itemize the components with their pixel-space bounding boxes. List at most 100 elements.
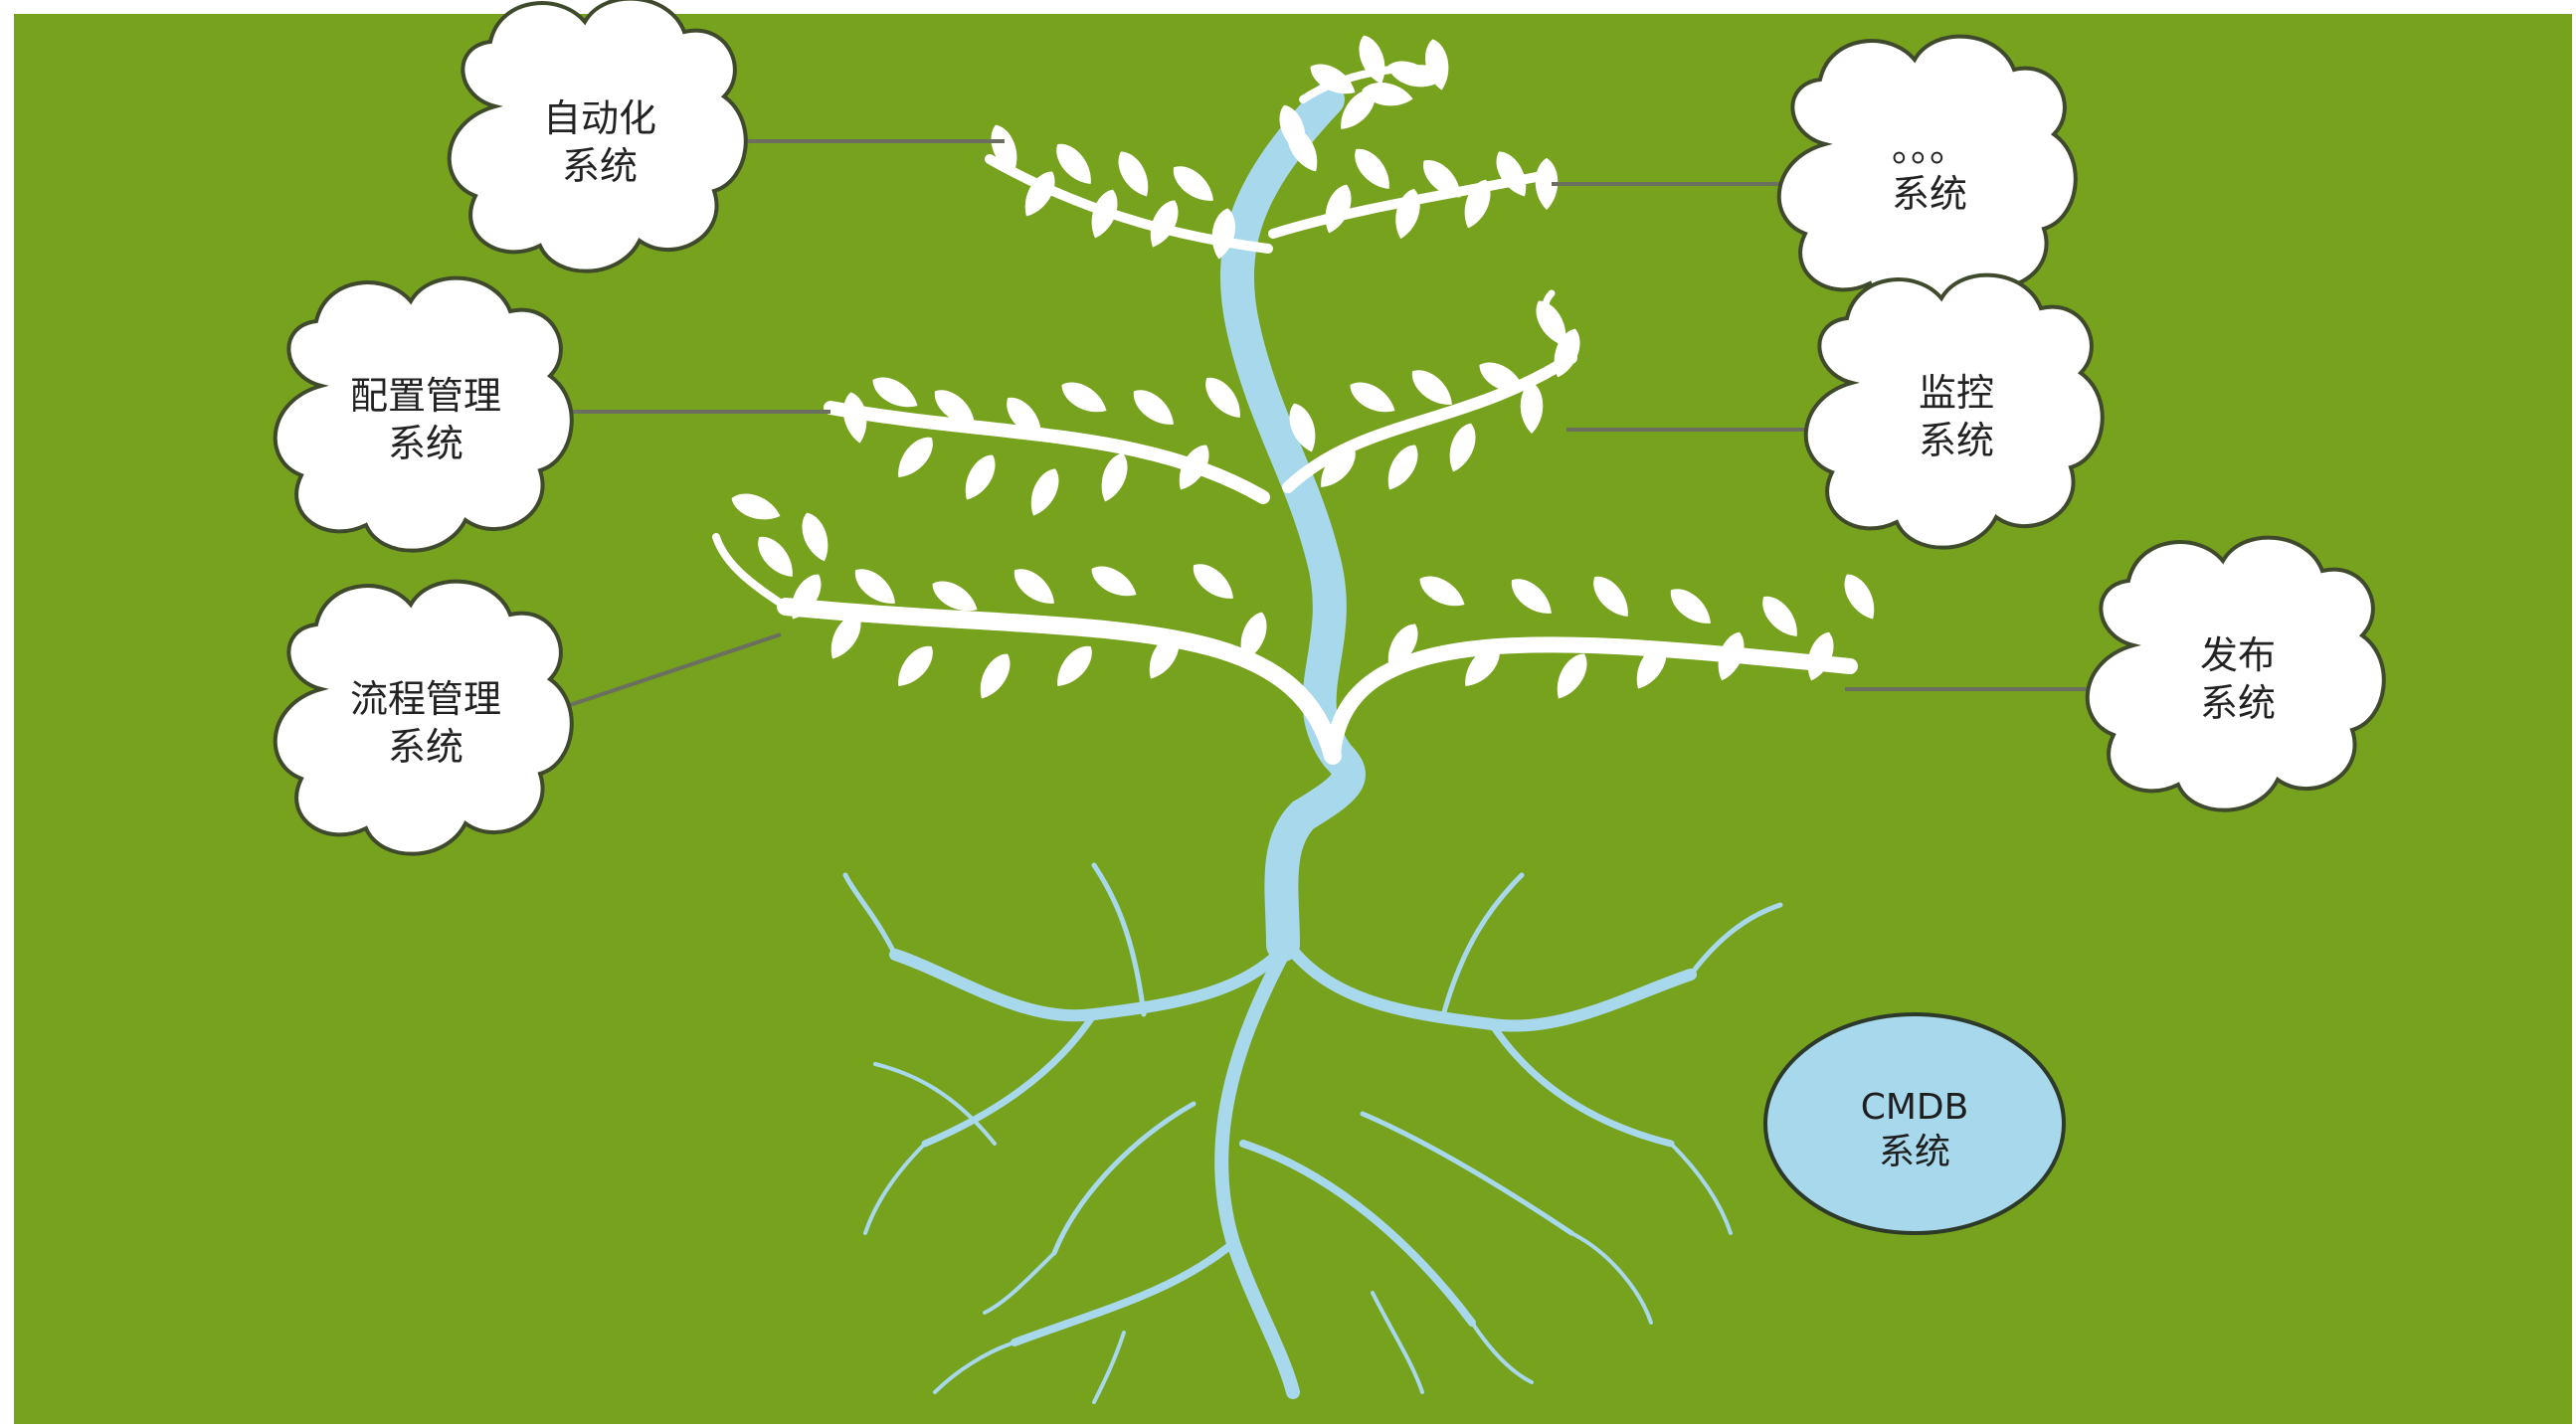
leaf bbox=[1387, 445, 1418, 490]
root bbox=[1051, 1101, 1196, 1256]
leaf bbox=[1007, 397, 1041, 438]
root bbox=[1091, 862, 1147, 1017]
leaf bbox=[1056, 143, 1091, 184]
leaf bbox=[934, 390, 975, 425]
root bbox=[1669, 1142, 1733, 1235]
leaf bbox=[1240, 612, 1267, 661]
node-cmdb: CMDB 系统 bbox=[1763, 1012, 2066, 1235]
root bbox=[1371, 1291, 1424, 1394]
node-process: 流程管理 系统 bbox=[273, 579, 574, 856]
cloud-shape bbox=[273, 579, 574, 856]
leaf bbox=[991, 124, 1017, 174]
root bbox=[842, 872, 898, 958]
leaf bbox=[965, 454, 996, 500]
branch bbox=[777, 598, 1342, 765]
leaf bbox=[1091, 189, 1118, 239]
root bbox=[1688, 902, 1783, 978]
node-release: 发布 系统 bbox=[2085, 535, 2386, 812]
cloud-shape bbox=[1803, 272, 2105, 550]
leaf bbox=[1554, 328, 1580, 378]
leaf bbox=[758, 536, 793, 577]
root bbox=[1569, 1231, 1653, 1325]
leaf bbox=[1279, 104, 1306, 154]
root bbox=[1011, 1239, 1237, 1346]
node-label-line1: 自动化 bbox=[543, 96, 656, 140]
arrow-to-process bbox=[552, 632, 782, 711]
node-label-line2: 系统 bbox=[1892, 172, 1967, 216]
node-label-line1: 。。。 bbox=[1892, 126, 1967, 170]
leaf bbox=[980, 653, 1011, 699]
leaf bbox=[1061, 382, 1107, 413]
leaf bbox=[1150, 200, 1179, 248]
leaf bbox=[854, 569, 895, 604]
leaf bbox=[1395, 188, 1420, 240]
leaf bbox=[1013, 569, 1054, 604]
leaf bbox=[1479, 362, 1525, 393]
leaf bbox=[1024, 171, 1055, 217]
tree-roots bbox=[842, 862, 1783, 1404]
branch bbox=[985, 154, 1273, 254]
node-label-line2: 系统 bbox=[388, 422, 463, 465]
root bbox=[1092, 1331, 1126, 1404]
leaf bbox=[1057, 645, 1092, 686]
node-label-line2: 系统 bbox=[562, 144, 638, 188]
node-other: 。。。 系统 bbox=[1776, 34, 2078, 311]
leaf bbox=[731, 493, 781, 520]
leaf bbox=[1419, 576, 1465, 607]
node-label-line2: 系统 bbox=[388, 725, 463, 769]
node-label-line1: 配置管理 bbox=[350, 374, 501, 418]
root bbox=[933, 1340, 1016, 1394]
leaf bbox=[1464, 179, 1491, 229]
leaf bbox=[1325, 184, 1352, 234]
cloud-shape bbox=[1776, 34, 2078, 311]
cloud-shape bbox=[273, 275, 574, 553]
node-automation: 自动化 系统 bbox=[447, 0, 748, 273]
node-label-line1: 监控 bbox=[1919, 371, 1994, 415]
leaf bbox=[1133, 390, 1174, 425]
cmdb-ellipse bbox=[1763, 1012, 2066, 1235]
node-label-line2: 系统 bbox=[1879, 1132, 1950, 1172]
leaf bbox=[1807, 631, 1834, 681]
leaf bbox=[1341, 89, 1376, 129]
node-monitor: 监控 系统 bbox=[1803, 272, 2105, 550]
root bbox=[921, 1010, 1098, 1148]
root bbox=[1214, 938, 1300, 1399]
leaf bbox=[802, 512, 828, 562]
tree-leaves bbox=[731, 35, 1875, 699]
leaf bbox=[1030, 468, 1059, 516]
leaf bbox=[898, 645, 933, 686]
leaf bbox=[830, 614, 861, 659]
tree-trunk bbox=[1220, 83, 1366, 962]
connector-arrows bbox=[552, 141, 2123, 711]
leaf bbox=[1289, 403, 1316, 452]
node-label-line1: 流程管理 bbox=[350, 677, 501, 721]
root bbox=[1360, 1111, 1574, 1236]
leaf bbox=[898, 437, 933, 477]
leaf bbox=[1670, 589, 1711, 624]
leaf bbox=[1636, 643, 1667, 689]
leaf bbox=[1511, 579, 1552, 614]
leaf bbox=[1449, 423, 1476, 472]
root bbox=[1439, 872, 1525, 1022]
leaf bbox=[1205, 377, 1240, 418]
root bbox=[873, 1062, 997, 1146]
node-label-line1: 发布 bbox=[2200, 633, 2276, 677]
leaf bbox=[1762, 596, 1797, 636]
cloud-shape bbox=[447, 0, 748, 273]
root bbox=[1239, 1140, 1476, 1327]
leaf bbox=[1557, 653, 1587, 699]
leaf bbox=[1149, 633, 1180, 679]
root bbox=[1470, 1321, 1534, 1384]
leaf bbox=[1173, 166, 1213, 201]
leaf bbox=[1387, 61, 1437, 88]
node-label-line1: CMDB bbox=[1861, 1087, 1969, 1128]
leaf bbox=[1387, 624, 1418, 669]
leaf bbox=[1593, 576, 1628, 617]
root bbox=[983, 1251, 1056, 1315]
leaf bbox=[1411, 370, 1452, 405]
leaf bbox=[1536, 300, 1566, 346]
branch bbox=[1282, 352, 1577, 493]
cloud-shape bbox=[2085, 535, 2386, 812]
node-config: 配置管理 系统 bbox=[273, 275, 574, 553]
